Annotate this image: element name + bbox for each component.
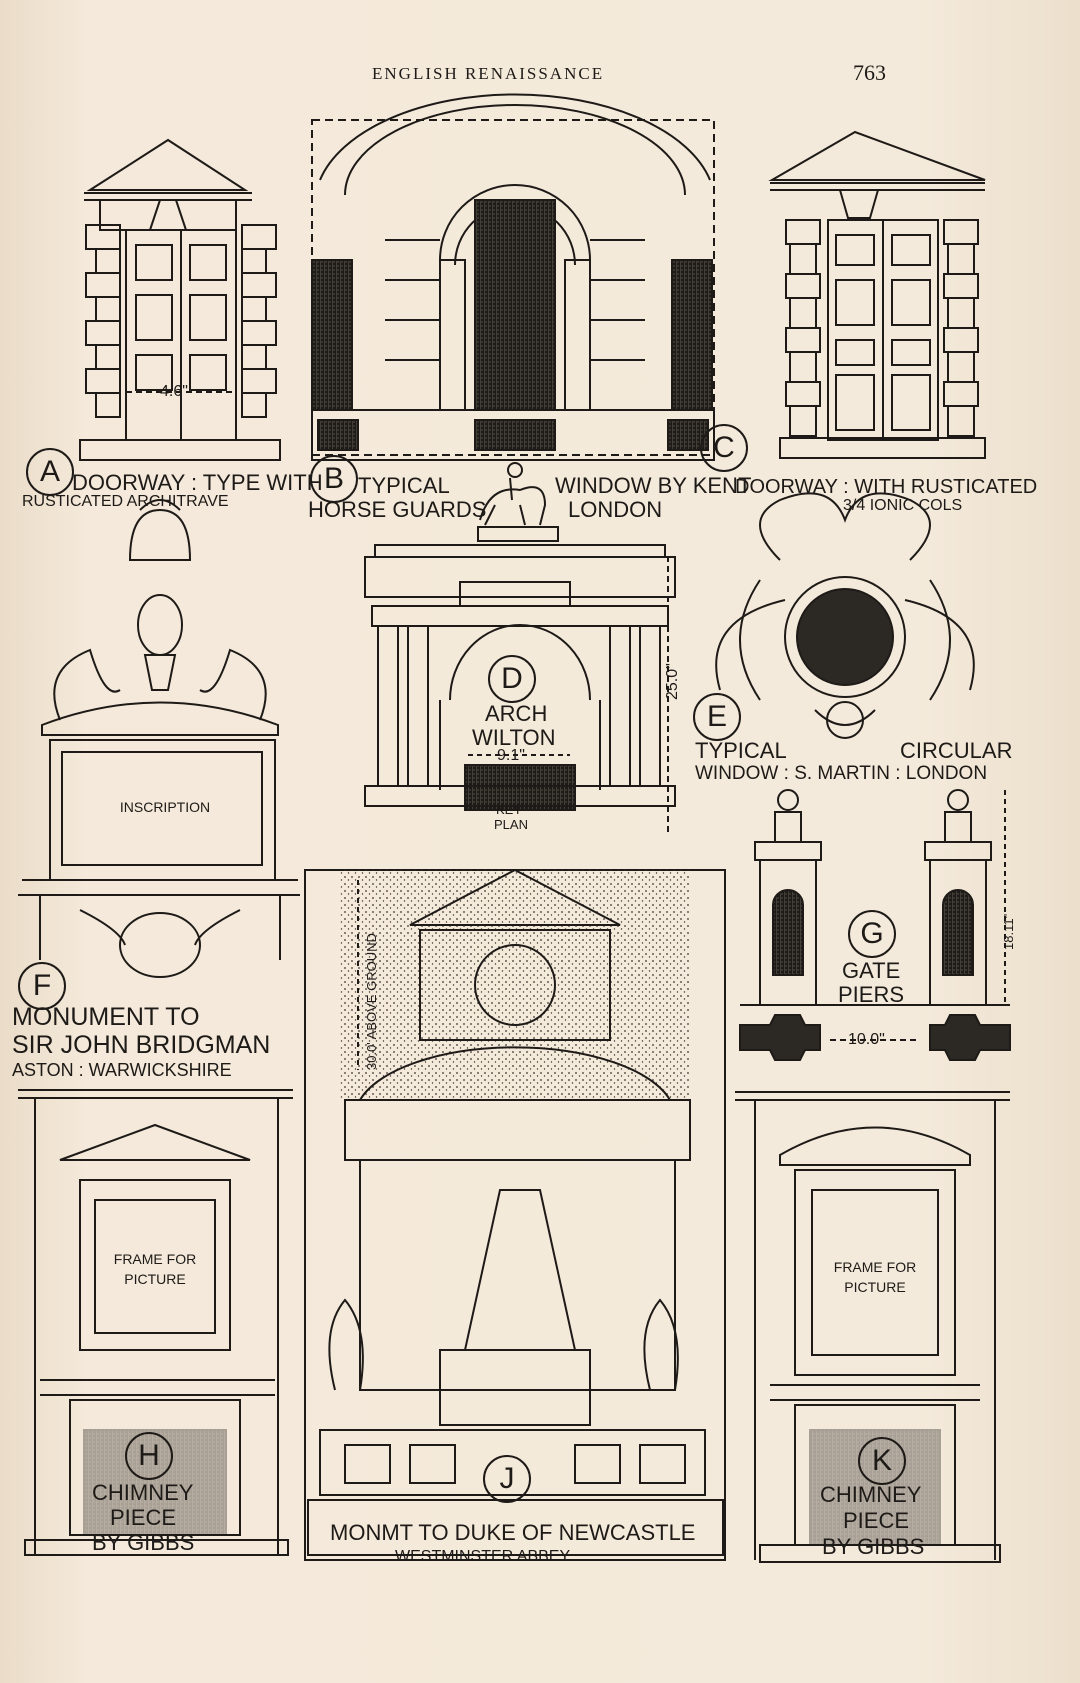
- caption-d-line2: WILTON: [472, 725, 556, 750]
- dimension-g-height: 18.11": [1001, 913, 1016, 950]
- caption-g-line2: PIERS: [838, 982, 905, 1007]
- caption-b-line2b: LONDON: [568, 497, 663, 522]
- caption-a-line2: RUSTICATED ARCHITRAVE: [22, 493, 229, 510]
- caption-d-line1: ARCH: [485, 701, 548, 726]
- label-letter-a: A: [26, 448, 74, 496]
- caption-f-line2: SIR JOHN BRIDGMAN: [12, 1031, 271, 1059]
- dimension-g-width: 10.0": [848, 1031, 885, 1048]
- caption-b-line2: HORSE GUARDS: [308, 497, 487, 522]
- caption-d-key: KEY: [496, 802, 523, 817]
- caption-j-line1: MONMT TO DUKE OF NEWCASTLE: [330, 1520, 696, 1545]
- caption-b-line1b: WINDOW BY KENT: [555, 473, 752, 498]
- caption-h-line3: BY GIBBS: [92, 1530, 195, 1555]
- caption-e-line1: TYPICAL: [695, 738, 787, 763]
- caption-k-line2: PIECE: [843, 1508, 910, 1533]
- caption-h-frame2: PICTURE: [124, 1271, 186, 1287]
- dimension-a-width: 4.6": [160, 383, 188, 400]
- dimension-d-height: 25.0": [664, 663, 681, 700]
- label-letter-h: H: [125, 1432, 173, 1480]
- caption-g-line1: GATE: [842, 958, 901, 983]
- label-letter-b: B: [310, 455, 358, 503]
- inscription-panel-text: INSCRIPTION: [119, 799, 211, 815]
- caption-c-line2: 3/4 IONIC COLS: [843, 497, 963, 514]
- caption-e-line1b: CIRCULAR: [900, 738, 1013, 763]
- caption-k-line1: CHIMNEY: [820, 1482, 922, 1507]
- caption-k-frame2: PICTURE: [844, 1279, 906, 1295]
- label-letter-c: C: [700, 424, 748, 472]
- header-title: ENGLISH RENAISSANCE: [372, 64, 605, 83]
- label-letter-f: F: [18, 962, 66, 1010]
- label-letter-j: J: [483, 1455, 531, 1503]
- doorway-c-drawing: [768, 130, 986, 459]
- gate-piers-g-drawing: [739, 789, 1011, 1061]
- caption-f-line1: MONUMENT TO: [12, 1003, 200, 1031]
- caption-k-frame1: FRAME FOR: [833, 1259, 917, 1275]
- monument-j-drawing: [304, 868, 726, 1561]
- caption-h-line2: PIECE: [110, 1505, 177, 1530]
- caption-k-line3: BY GIBBS: [822, 1534, 925, 1559]
- label-letter-g: G: [848, 910, 896, 958]
- caption-b-line1: TYPICAL: [358, 473, 450, 498]
- caption-f-line3: ASTON : WARWICKSHIRE: [12, 1060, 232, 1080]
- doorway-a-drawing: [79, 138, 281, 461]
- caption-h-frame1: FRAME FOR: [113, 1251, 197, 1267]
- dimension-d-width: 9.1": [497, 747, 525, 764]
- caption-e-line2: WINDOW : S. MARTIN : LONDON: [695, 763, 988, 784]
- page-number: 763: [853, 60, 886, 85]
- dimension-j-height: 30.0' ABOVE GROUND: [364, 933, 379, 1070]
- arch-d-drawing: [364, 544, 676, 833]
- circular-window-e-drawing: [715, 492, 975, 739]
- horse-statue-drawing: [477, 462, 559, 542]
- label-letter-e: E: [693, 693, 741, 741]
- window-b-drawing: [311, 93, 715, 461]
- monument-f-drawing: [18, 499, 300, 978]
- caption-j-line2: WESTMINSTER ABBEY: [395, 1548, 571, 1565]
- caption-c-line1: DOORWAY : WITH RUSTICATED: [735, 476, 1038, 498]
- label-letter-k: K: [858, 1437, 906, 1485]
- caption-d-plan: PLAN: [494, 817, 528, 832]
- label-letter-d: D: [488, 655, 536, 703]
- caption-h-line1: CHIMNEY: [92, 1480, 194, 1505]
- caption-a-line1: DOORWAY : TYPE WITH: [72, 470, 323, 495]
